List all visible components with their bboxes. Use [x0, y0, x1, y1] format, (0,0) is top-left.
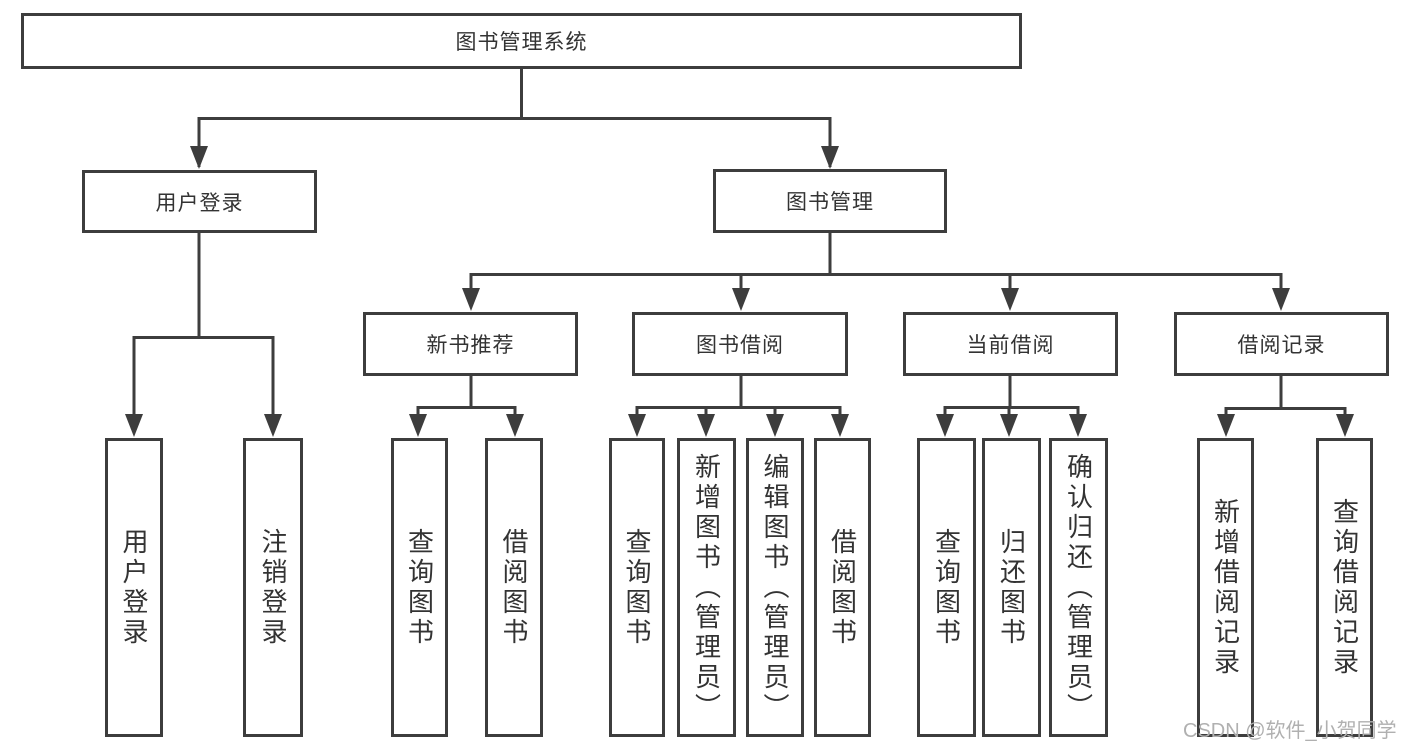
leaf-borrow-books-recommend: 借阅图书: [485, 438, 543, 737]
node-borrowing-records: 借阅记录: [1174, 312, 1389, 376]
leaf-query-borrow-record: 查询借阅记录: [1316, 438, 1373, 737]
watermark: CSDN @软件_小贺同学: [1183, 720, 1397, 742]
leaf-label: 注销登录: [258, 527, 288, 648]
leaf-label: 借阅图书: [499, 527, 529, 648]
leaf-confirm-return-admin: 确认归还（管理员）: [1049, 438, 1108, 737]
leaf-logout-login: 注销登录: [243, 438, 303, 737]
leaf-label: 查询图书: [931, 527, 962, 648]
leaf-label: 查询借阅记录: [1329, 497, 1360, 678]
leaf-user-login: 用户登录: [105, 438, 163, 737]
arrowheads: [125, 146, 1354, 437]
node-current-borrowing: 当前借阅: [903, 312, 1118, 376]
node-library-system: 图书管理系统: [21, 13, 1022, 69]
leaf-edit-book-admin: 编辑图书（管理员）: [746, 438, 804, 737]
node-book-management: 图书管理: [713, 169, 947, 233]
leaf-query-books-current: 查询图书: [917, 438, 976, 737]
leaf-label: 编辑图书（管理员）: [760, 452, 790, 723]
leaf-label: 确认归还（管理员）: [1063, 452, 1094, 723]
leaf-label: 查询图书: [404, 527, 435, 648]
leaf-label: 归还图书: [996, 527, 1027, 648]
node-user-login: 用户登录: [82, 170, 317, 233]
leaf-borrow-books: 借阅图书: [814, 438, 871, 737]
node-new-book-recommendation: 新书推荐: [363, 312, 578, 376]
leaf-query-books-recommend: 查询图书: [391, 438, 448, 737]
leaf-label: 查询图书: [622, 527, 652, 648]
leaf-label: 新增图书（管理员）: [691, 452, 722, 723]
leaf-add-book-admin: 新增图书（管理员）: [677, 438, 736, 737]
leaf-return-books: 归还图书: [982, 438, 1041, 737]
leaf-add-borrow-record: 新增借阅记录: [1197, 438, 1254, 737]
leaf-label: 借阅图书: [827, 527, 858, 648]
leaf-label: 新增借阅记录: [1210, 497, 1241, 678]
node-book-borrowing: 图书借阅: [632, 312, 848, 376]
leaf-query-books-borrowing: 查询图书: [609, 438, 665, 737]
leaf-label: 用户登录: [119, 527, 149, 648]
